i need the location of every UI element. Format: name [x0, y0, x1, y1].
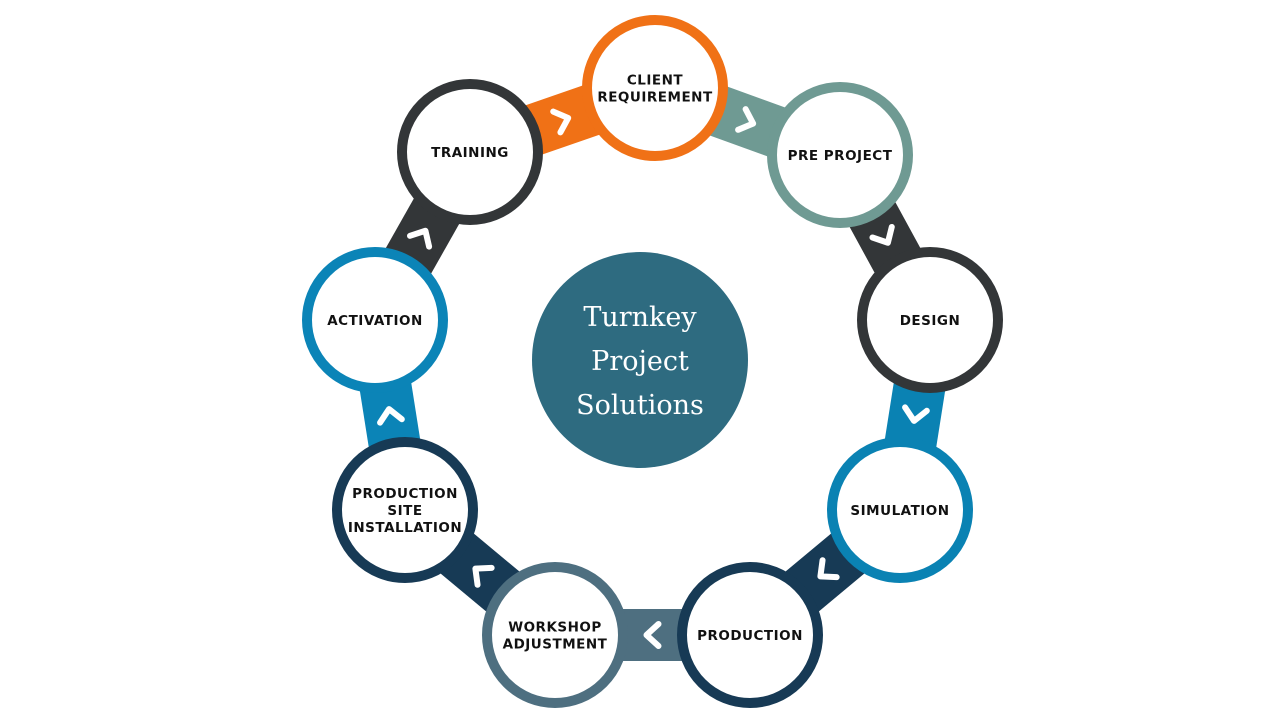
chevron-right-icon [735, 106, 757, 133]
chevron-right-icon [643, 621, 662, 649]
step-label: CLIENT [627, 73, 684, 89]
step-node-4: SIMULATION [827, 437, 973, 583]
step-label: ADJUSTMENT [503, 637, 608, 653]
step-circle [767, 82, 913, 228]
step-label: SIMULATION [850, 503, 949, 519]
center-title-line-2: Project [591, 346, 689, 377]
step-circle [677, 562, 823, 708]
step-label: PRE PROJECT [788, 148, 893, 164]
step-label: ACTIVATION [327, 313, 423, 329]
chevron-right-icon [377, 406, 405, 426]
step-label: WORKSHOP [508, 620, 602, 636]
chevron-right-icon [550, 108, 572, 136]
step-circle [302, 247, 448, 393]
step-label: PRODUCTION [352, 486, 458, 502]
step-circle [827, 437, 973, 583]
chevron-right-icon [472, 564, 495, 588]
step-node-8: ACTIVATION [302, 247, 448, 393]
step-label: SITE [387, 503, 422, 519]
step-circle [582, 15, 728, 161]
step-circle [332, 437, 478, 583]
step-circle [482, 562, 628, 708]
step-node-2: PRE PROJECT [767, 82, 913, 228]
chevron-right-icon [817, 557, 840, 581]
step-node-3: DESIGN [857, 247, 1003, 393]
step-label: PRODUCTION [697, 628, 803, 644]
step-node-5: PRODUCTION [677, 562, 823, 708]
step-label: DESIGN [900, 313, 961, 329]
chevron-right-icon [406, 227, 433, 250]
step-label: REQUIREMENT [597, 90, 713, 106]
chevron-right-icon [902, 404, 930, 424]
step-node-9: TRAINING [397, 79, 543, 225]
center-circle [532, 252, 748, 468]
center-title-line-3: Solutions [576, 390, 704, 421]
step-label: INSTALLATION [348, 520, 462, 536]
step-circle [397, 79, 543, 225]
step-circle [857, 247, 1003, 393]
center-hub: Turnkey Project Solutions [532, 252, 748, 468]
center-title-line-1: Turnkey [583, 302, 697, 333]
chevron-right-icon [869, 223, 895, 246]
step-label: TRAINING [431, 145, 509, 161]
